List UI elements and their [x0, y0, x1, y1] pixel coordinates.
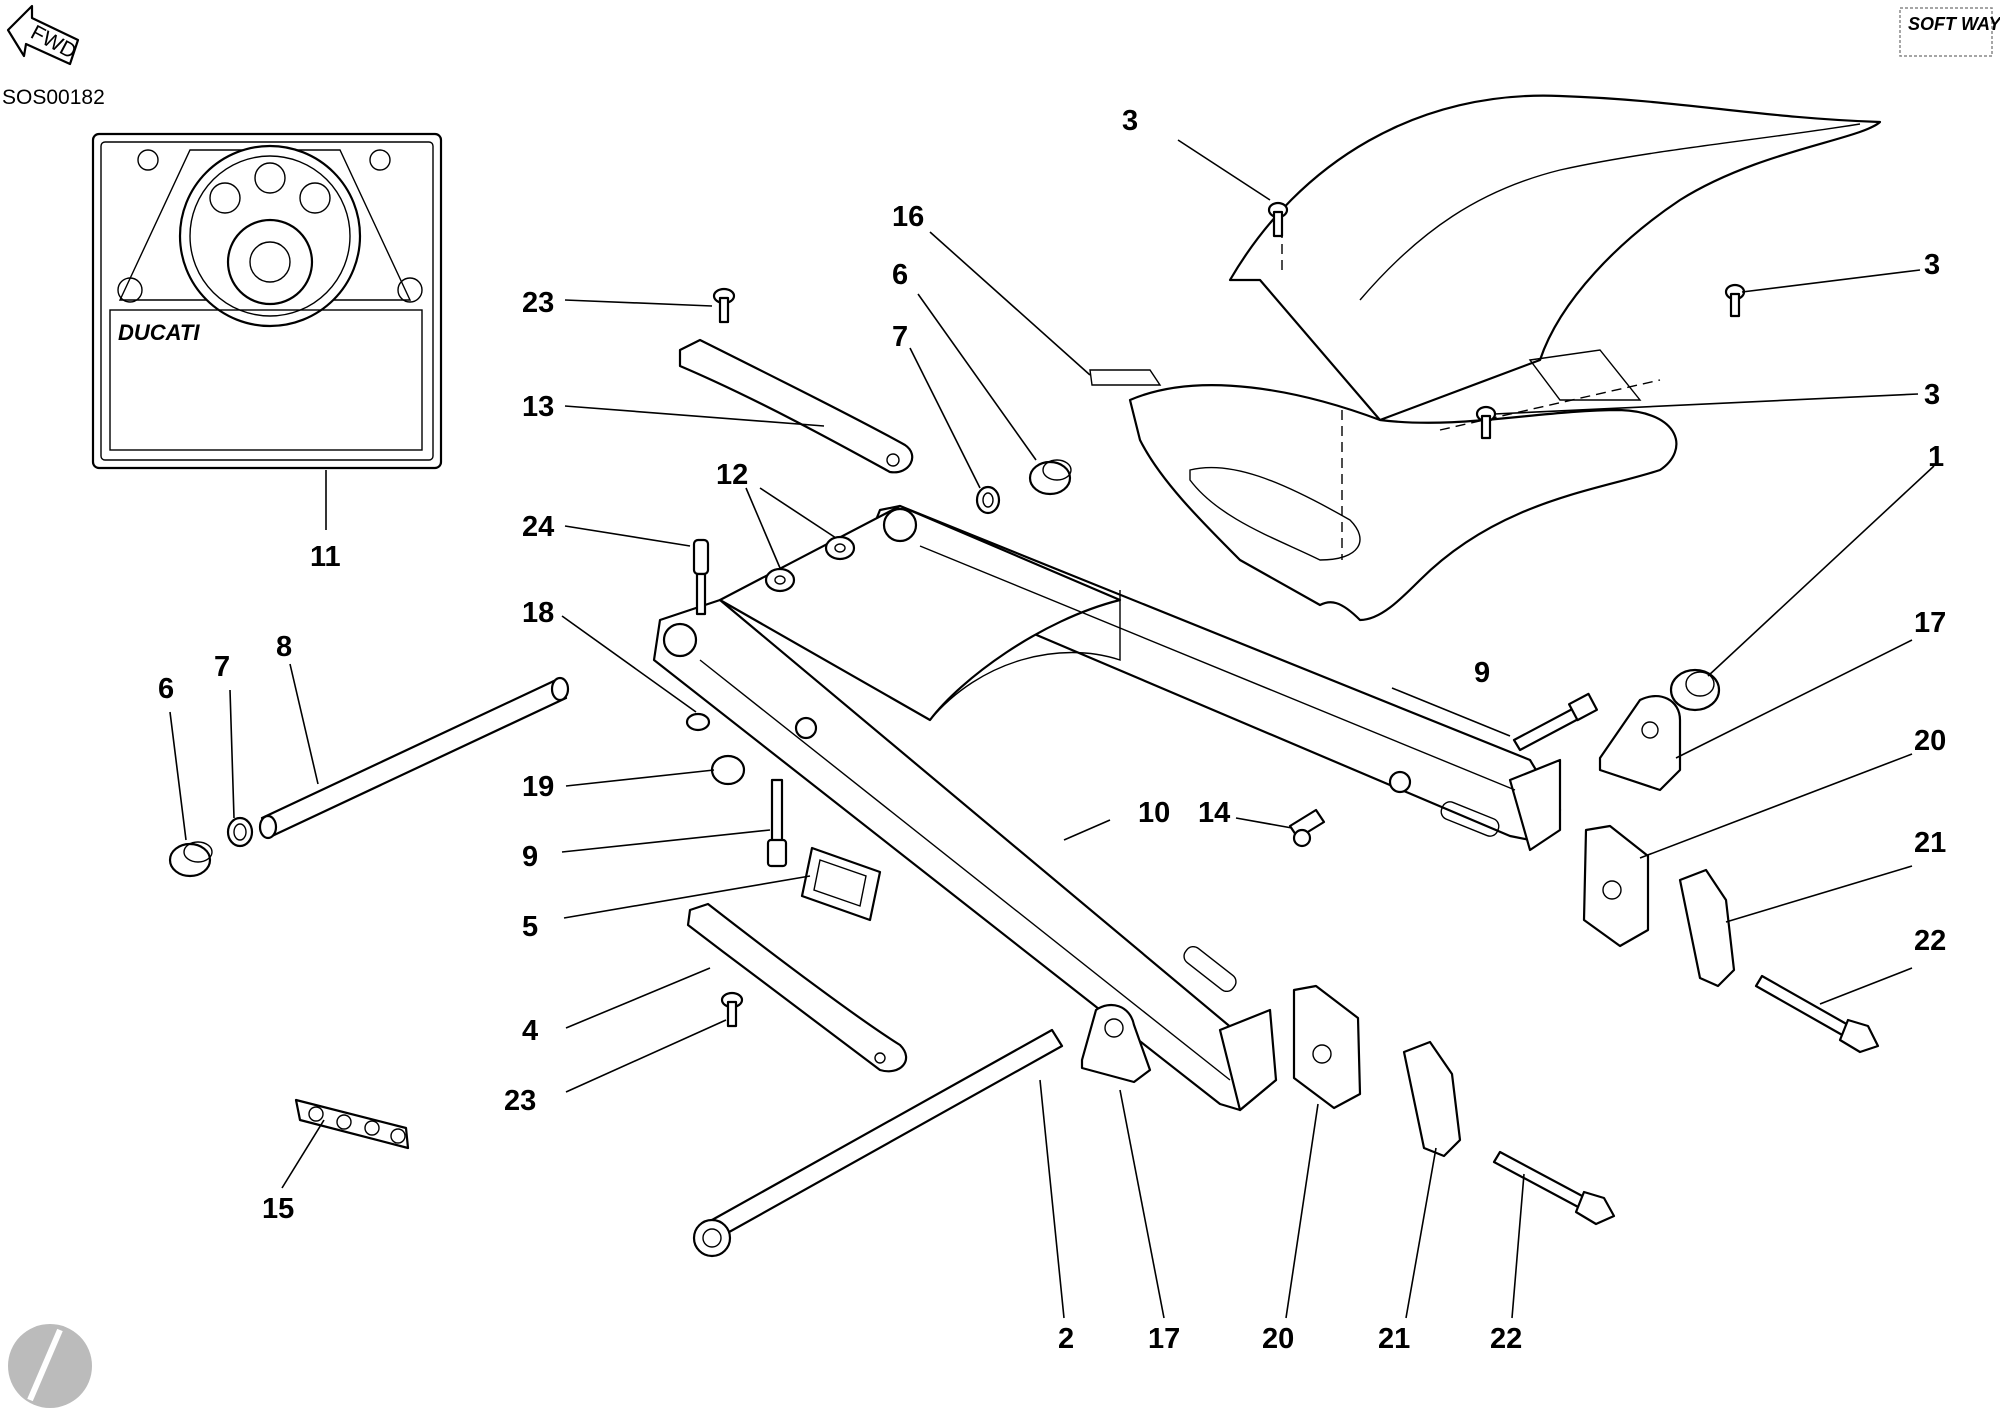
part-11-sprocket-kit: DUCATI	[91, 132, 443, 470]
fwd-arrow-icon: FWD	[6, 4, 80, 66]
part-14-nipple	[1288, 770, 1412, 848]
part-3-screw-top	[1267, 201, 1289, 238]
part-9-bolt-left	[766, 778, 788, 868]
part-20-adjuster-lower	[1292, 984, 1362, 1110]
part-1-bush	[1669, 668, 1721, 712]
callout-20-right: 20	[1914, 725, 1946, 757]
leader-lines	[169, 139, 1935, 1319]
part-24-bolt	[692, 538, 710, 616]
part-9-bolt-right	[1512, 692, 1599, 752]
part-5-plate	[800, 846, 882, 922]
part-17-bracket-lower	[1080, 1003, 1152, 1084]
part-12-washers	[764, 535, 856, 593]
callout-2: 2	[1058, 1323, 1074, 1355]
part-3-screw-right	[1724, 283, 1746, 318]
callout-23-lower: 23	[504, 1085, 536, 1117]
callout-21-lower: 21	[1378, 1323, 1410, 1355]
callout-13: 13	[522, 391, 554, 423]
part-4-chain-slider	[686, 902, 908, 1073]
callout-14: 14	[1198, 797, 1230, 829]
callout-17-right: 17	[1914, 607, 1946, 639]
callout-7-upper: 7	[892, 321, 908, 353]
drawing-code: SOS00182	[2, 86, 105, 109]
part-20-adjuster-right	[1582, 824, 1650, 948]
callout-4: 4	[522, 1015, 538, 1047]
callout-1: 1	[1928, 441, 1944, 473]
callout-16: 16	[892, 201, 924, 233]
callout-24: 24	[522, 511, 554, 543]
callout-20-lower: 20	[1262, 1323, 1294, 1355]
part-2-spindle	[692, 1028, 1064, 1258]
part-22-bolt-lower	[1492, 1150, 1616, 1226]
callout-3-right: 3	[1924, 249, 1940, 281]
callout-21-right: 21	[1914, 827, 1946, 859]
callout-9-left: 9	[522, 841, 538, 873]
part-8-pivot-tube	[258, 676, 570, 840]
part-7-ring-upper	[975, 485, 1001, 515]
callout-5: 5	[522, 911, 538, 943]
part-21-plate-right	[1678, 868, 1736, 988]
callout-19: 19	[522, 771, 554, 803]
part-16-chain-guard	[1089, 94, 1882, 622]
callout-15: 15	[262, 1193, 294, 1225]
callout-12: 12	[716, 459, 748, 491]
callout-8: 8	[276, 631, 292, 663]
part-18-plug	[685, 712, 711, 732]
callout-6-upper: 6	[892, 259, 908, 291]
callout-9-right: 9	[1474, 657, 1490, 689]
softway-logo: SOFT WAY	[1899, 7, 2000, 57]
callout-labels: 3 3 3 1 17 20 21 22 16 6 7 23 13 12 24 1…	[158, 105, 1946, 1355]
callout-6-left: 6	[158, 673, 174, 705]
callout-23-upper: 23	[522, 287, 554, 319]
callout-17-lower: 17	[1148, 1323, 1180, 1355]
part-7-ring-left	[226, 816, 254, 848]
callout-22-right: 22	[1914, 925, 1946, 957]
part-6-bush-upper	[1028, 459, 1072, 496]
part-23-screw-lower	[720, 991, 744, 1028]
softway-logo-text: SOFT WAY	[1908, 14, 2000, 34]
ducati-brand-text: DUCATI	[118, 320, 200, 345]
part-21-plate-lower	[1402, 1040, 1462, 1158]
callout-22-lower: 22	[1490, 1323, 1522, 1355]
callout-3-middle: 3	[1924, 379, 1940, 411]
part-17-bracket-right	[1598, 695, 1682, 792]
part-6-bush-left	[168, 841, 213, 878]
decorative-disc-icon	[8, 1324, 92, 1408]
part-22-bolt-right	[1754, 974, 1880, 1054]
part-15-chain-link	[294, 1098, 410, 1150]
part-23-screw-upper	[712, 287, 736, 324]
callout-11: 11	[310, 541, 341, 573]
callout-10: 10	[1138, 797, 1170, 829]
callout-18: 18	[522, 597, 554, 629]
callout-7-left: 7	[214, 651, 230, 683]
part-13-chain-slider	[678, 338, 914, 474]
callout-3-top: 3	[1122, 105, 1138, 137]
